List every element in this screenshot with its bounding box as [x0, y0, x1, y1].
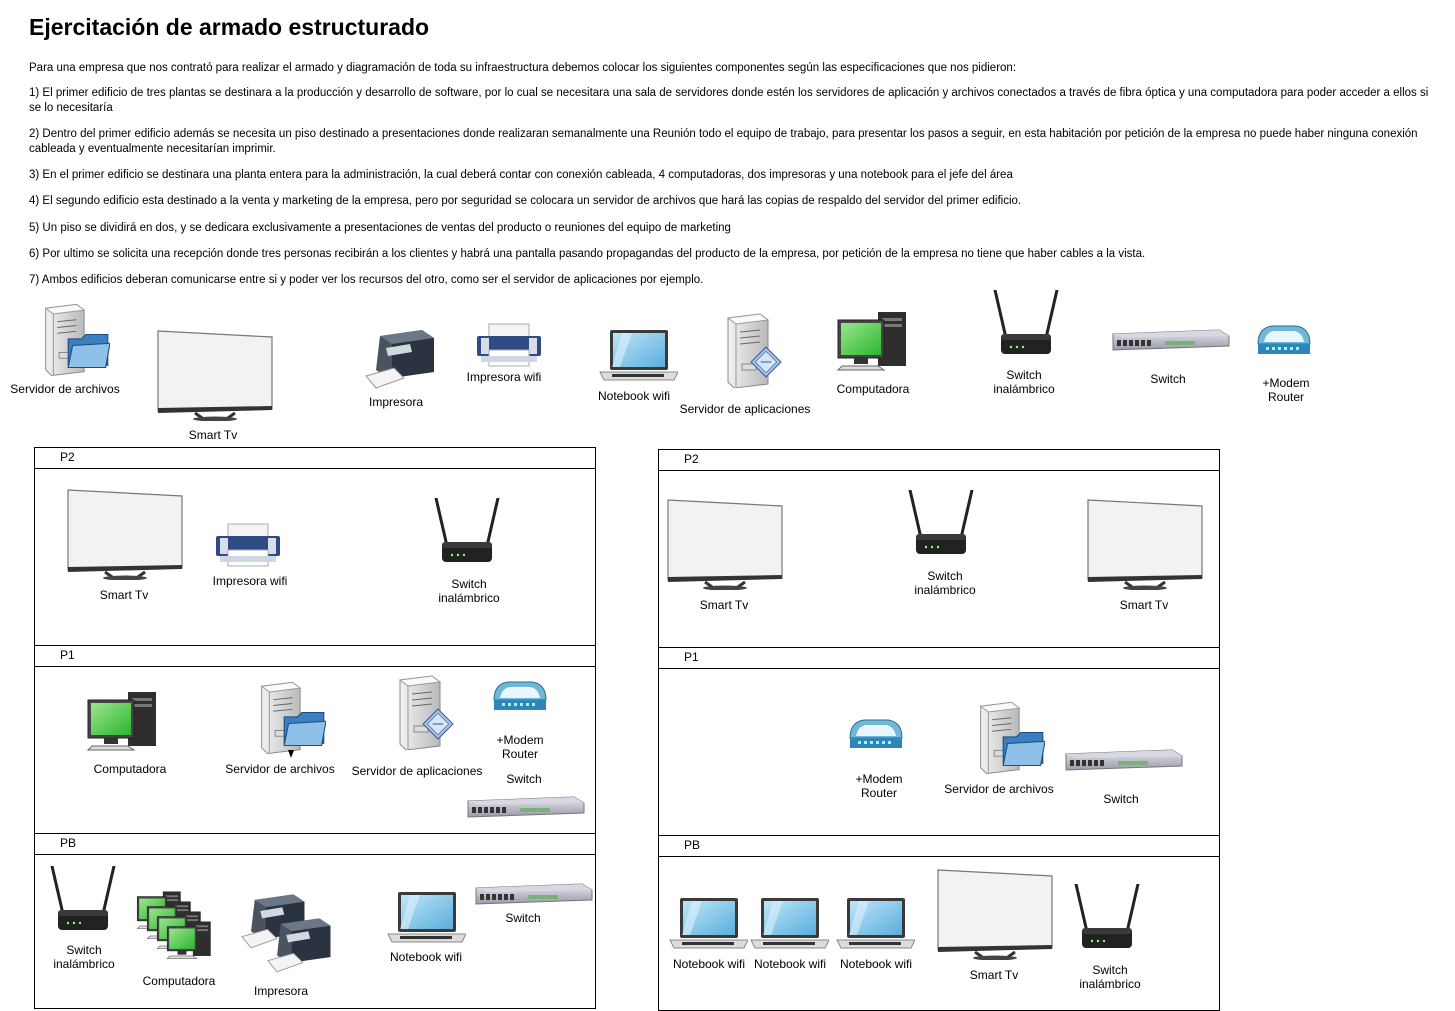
item-label: Switch inalámbrico [914, 569, 976, 597]
requirement-4: 4) El segundo edificio esta destinado a … [29, 195, 1022, 207]
switch-icon[interactable] [474, 880, 594, 906]
notebook-icon[interactable] [835, 896, 915, 952]
modem-router-icon[interactable] [848, 718, 904, 752]
file-server-icon[interactable] [254, 680, 326, 760]
notebook-icon[interactable] [598, 328, 678, 384]
item-label: Smart Tv [699, 598, 749, 612]
wifi-printer-label: Impresora wifi [466, 370, 542, 384]
smart-tv-icon[interactable] [1085, 498, 1205, 590]
item-label: Switch inalámbrico [53, 943, 115, 971]
printer-group-icon[interactable] [240, 892, 342, 978]
item-label: Smart Tv [969, 968, 1019, 982]
app-server-icon[interactable] [392, 674, 456, 752]
floor-name: P2 [60, 450, 75, 464]
requirement-5: 5) Un piso se dividirá en dos, y se dedi… [29, 222, 731, 234]
app-server-label: Servidor de aplicaciones [679, 402, 811, 416]
computer-group-icon[interactable] [136, 890, 220, 968]
notebook-icon[interactable] [386, 890, 466, 946]
item-label: Switch [506, 772, 542, 786]
item-label: Notebook wifi [753, 957, 827, 971]
item-label: Impresora [253, 984, 309, 998]
floor-name: PB [684, 838, 701, 852]
floor-header: PB [34, 833, 596, 855]
computer-label: Computadora [836, 382, 910, 396]
item-label: Notebook wifi [389, 950, 463, 964]
notebook-icon[interactable] [749, 896, 829, 952]
smart-tv-label: Smart Tv [188, 428, 238, 442]
item-label: Servidor de archivos [225, 762, 335, 776]
wireless-switch-icon[interactable] [1074, 884, 1140, 954]
file-server-label: Servidor de archivos [10, 382, 120, 396]
item-label: +Modem Router [496, 733, 544, 761]
wireless-switch-label: Switch inalámbrico [993, 368, 1055, 396]
wifi-printer-icon[interactable] [214, 522, 282, 568]
floor-name: P1 [60, 648, 75, 662]
item-label: +Modem Router [855, 772, 903, 800]
printer-icon[interactable] [364, 328, 440, 392]
wireless-switch-icon[interactable] [434, 498, 500, 568]
printer-label: Impresora [368, 395, 424, 409]
modem-router-icon[interactable] [492, 680, 548, 714]
requirement-2: 2) Dentro del primer edificio además se … [29, 128, 1418, 155]
item-label: Switch inalámbrico [438, 577, 500, 605]
computer-icon[interactable] [86, 690, 158, 752]
file-server-icon[interactable] [38, 302, 110, 376]
item-label: Impresora wifi [212, 574, 288, 588]
floor-header: PB [658, 835, 1220, 857]
notebook-icon[interactable] [668, 896, 748, 952]
item-label: Servidor de archivos [944, 782, 1054, 796]
switch-icon[interactable] [1110, 326, 1232, 352]
requirement-3: 3) En el primer edificio se destinara un… [29, 169, 1013, 181]
item-label: Notebook wifi [672, 957, 746, 971]
wireless-switch-icon[interactable] [908, 490, 974, 560]
floor-header: P2 [34, 447, 596, 469]
modem-router-icon[interactable] [1256, 324, 1312, 358]
requirement-7: 7) Ambos edificios deberan comunicarse e… [29, 274, 704, 286]
switch-icon[interactable] [465, 793, 587, 819]
file-server-icon[interactable] [973, 700, 1045, 774]
item-label: Switch inalámbrico [1079, 963, 1141, 991]
modem-router-label: +Modem Router [1262, 376, 1310, 404]
smart-tv-icon[interactable] [935, 868, 1055, 960]
page-title: Ejercitación de armado estructurado [29, 14, 430, 40]
smart-tv-icon[interactable] [155, 329, 275, 421]
app-server-icon[interactable] [720, 312, 784, 390]
intro-paragraph: Para una empresa que nos contrató para r… [29, 62, 1017, 74]
notebook-label: Notebook wifi [597, 389, 671, 403]
smart-tv-icon[interactable] [65, 488, 185, 580]
floor-header: P2 [658, 449, 1220, 471]
item-label: Smart Tv [99, 588, 149, 602]
floor-name: P2 [684, 452, 699, 466]
floor-header: P1 [34, 645, 596, 667]
item-label: Switch [1103, 792, 1139, 806]
item-label: Switch [505, 911, 541, 925]
item-label: Smart Tv [1119, 598, 1169, 612]
switch-icon[interactable] [1063, 746, 1185, 772]
smart-tv-icon[interactable] [665, 498, 785, 590]
switch-label: Switch [1150, 372, 1186, 386]
computer-icon[interactable] [836, 310, 908, 372]
item-label: Notebook wifi [839, 957, 913, 971]
floor-name: P1 [684, 650, 699, 664]
floor-name: PB [60, 836, 77, 850]
item-label: Servidor de aplicaciones [351, 764, 483, 778]
item-label: Computadora [142, 974, 216, 988]
wireless-switch-icon[interactable] [50, 866, 116, 936]
requirement-6: 6) Por ultimo se solicita una recepción … [29, 248, 1146, 260]
requirement-1: 1) El primer edificio de tres plantas se… [29, 87, 1429, 114]
item-label: Computadora [93, 762, 167, 776]
floor-header: P1 [658, 647, 1220, 669]
wifi-printer-icon[interactable] [475, 322, 543, 368]
wireless-switch-icon[interactable] [993, 290, 1059, 360]
